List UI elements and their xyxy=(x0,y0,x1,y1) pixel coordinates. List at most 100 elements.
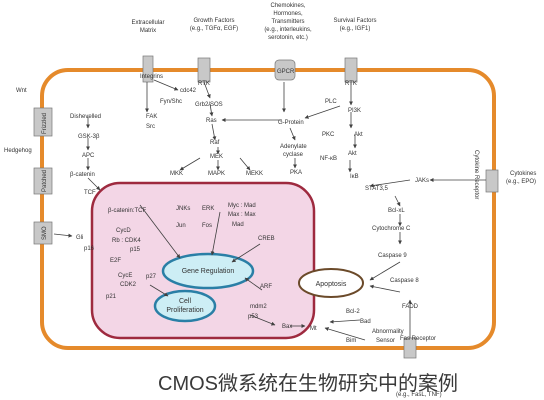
stat-label: STAT3,5 xyxy=(365,186,388,192)
chemokines-label-5: serotonin, etc.) xyxy=(268,35,308,41)
pkc-label: PKC xyxy=(322,132,335,138)
plc-label: PLC xyxy=(325,99,337,105)
survival-factors-label-2: (e.g., IGF1) xyxy=(340,26,371,32)
rtk-survival-receptor xyxy=(344,57,358,83)
grb2-sos-label: Grb2/SOS xyxy=(195,102,223,108)
cyce-label: CycE xyxy=(118,273,132,279)
caption-text: CMOS微系统在生物研究中的案例 xyxy=(158,372,458,395)
fadd-label: FADD xyxy=(402,304,419,310)
bad-label: Bad xyxy=(360,319,371,325)
cycd-label: CycD xyxy=(116,228,131,234)
caspase9-label: Caspase 9 xyxy=(378,253,407,259)
p27-label: p27 xyxy=(146,274,157,280)
integrins-label: Integrins xyxy=(140,74,163,80)
smo-receptor xyxy=(33,221,53,245)
cdk2-label: CDK2 xyxy=(120,282,137,288)
bcl2-label: Bcl-2 xyxy=(346,309,360,315)
mad-label: Mad xyxy=(232,222,244,228)
cytochrome-c-label: Cytochrome C xyxy=(372,226,411,232)
rb-cdk4-label: Rb : CDK4 xyxy=(112,238,141,244)
gpcr-receptor xyxy=(274,59,296,81)
ikb-label: IκB xyxy=(350,174,359,180)
cytokine-receptor xyxy=(485,169,499,193)
mapk-label: MAPK xyxy=(208,171,225,177)
chemokines-label-2: Hormones, xyxy=(273,11,303,17)
cytokine-receptor-label: Cytokine Receptor xyxy=(473,150,479,199)
cell-proliferation-label-2: Proliferation xyxy=(166,307,203,314)
apoptosis-ellipse xyxy=(298,268,364,298)
cell-proliferation-ellipse xyxy=(153,289,217,323)
pka-label: PKA xyxy=(290,170,302,176)
abnormality-sensor-label-2: Sensor xyxy=(376,338,395,344)
beta-catenin-tcf-label: β-catenin:TCF xyxy=(108,208,146,214)
frizzled-label: Frizzled xyxy=(42,113,48,134)
gsk3b-label: GSK-3β xyxy=(78,134,100,140)
gli-label: Gli xyxy=(76,235,83,241)
e2f-label: E2F xyxy=(110,258,121,264)
ras-label: Ras xyxy=(206,118,217,124)
gene-regulation-label: Gene Regulation xyxy=(182,268,235,275)
p15-label: p15 xyxy=(130,247,141,253)
jun-label: Jun xyxy=(176,223,186,229)
chemokines-label-3: Transmitters xyxy=(271,19,304,25)
mek-label: MEK xyxy=(210,154,223,160)
cytokines-label-2: (e.g., EPO) xyxy=(506,179,536,185)
fos-label: Fos xyxy=(202,223,212,229)
cell-proliferation-label: Cell xyxy=(179,298,192,305)
adenylate-cyclase-label: Adenylate xyxy=(280,144,307,150)
chemokines-label-1: Chemokines, xyxy=(270,3,305,9)
akt-mid-label: Akt xyxy=(348,151,357,157)
frizzled-receptor xyxy=(33,107,53,137)
extracellular-matrix-label-2: Matrix xyxy=(140,28,156,34)
survival-factors-label: Survival Factors xyxy=(333,18,376,24)
mdm2-label: mdm2 xyxy=(250,304,267,310)
jnks-label: JNKs xyxy=(176,206,190,212)
apc-label: APC xyxy=(82,153,95,159)
death-factors-label: (e.g., FasL, TNF) xyxy=(396,392,442,398)
erk-label: ERK xyxy=(202,206,214,212)
rtk-survival-label: RTK xyxy=(345,81,357,87)
max-max-label: Max : Max xyxy=(228,212,256,218)
jaks-label: JAKs xyxy=(415,178,429,184)
rtk-growth-label: RTK xyxy=(198,81,210,87)
raf-label: Raf xyxy=(210,140,220,146)
wnt-label: Wnt xyxy=(16,88,27,94)
cdc42-label: cdc42 xyxy=(180,88,197,94)
akt-label: Akt xyxy=(354,132,363,138)
patched-receptor xyxy=(33,167,53,195)
mkk-label: MKK xyxy=(170,171,183,177)
g-protein-label: G-Protein xyxy=(278,120,304,126)
pathway-arrows xyxy=(53,79,486,341)
cytokines-label: Cytokines xyxy=(510,171,536,177)
adenylate-cyclase-label-2: cyclase xyxy=(283,152,304,158)
patched-label: Patched xyxy=(42,170,48,192)
p16-label: p16 xyxy=(84,246,95,252)
pi3k-label: PI3K xyxy=(348,108,361,114)
tcf-label: TCF xyxy=(84,190,96,196)
abnormality-sensor-label: Abnormality xyxy=(372,329,404,335)
caspase8-label: Caspase 8 xyxy=(390,278,419,284)
hedgehog-label: Hedgehog xyxy=(4,148,32,154)
creb-label: CREB xyxy=(258,236,275,242)
p21-label: p21 xyxy=(106,294,117,300)
growth-factors-label: Growth Factors xyxy=(193,18,234,24)
p53-label: p53 xyxy=(248,314,259,320)
gpcr-label: GPCR xyxy=(277,69,295,75)
arf-label: ARF xyxy=(260,284,272,290)
bclxl-label: Bcl-xL xyxy=(388,208,405,214)
bax-label: Bax xyxy=(282,324,292,330)
apoptosis-label: Apoptosis xyxy=(316,281,347,288)
rtk-growth-receptor xyxy=(197,57,211,83)
fyn-shc-label: Fyn/Shc xyxy=(160,99,182,105)
beta-catenin-label: β-catenin xyxy=(70,172,95,178)
fas-receptor-label: Fas Receptor xyxy=(400,336,436,342)
myc-mad-label: Myc : Mad xyxy=(228,203,256,209)
src-label: Src xyxy=(146,124,155,130)
mekk-label: MEKK xyxy=(246,171,263,177)
chemokines-label-4: (e.g., interleukins, xyxy=(264,27,312,33)
fak-label: FAK xyxy=(146,114,157,120)
bim-label: Bim xyxy=(346,338,356,344)
extracellular-matrix-label: Extracellular xyxy=(131,20,164,26)
integrins-receptor xyxy=(142,55,154,83)
